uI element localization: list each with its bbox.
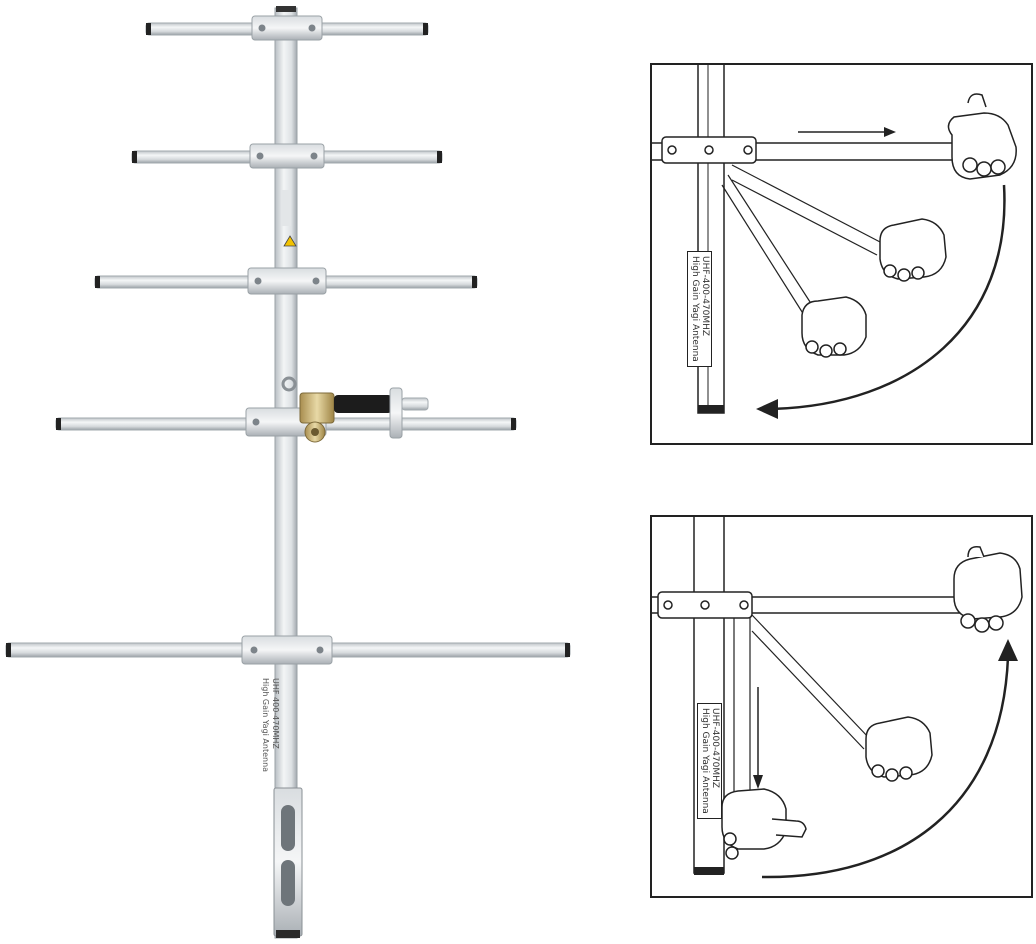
panel-bottom-tube-label-line2: High Gain Yagi Antenna bbox=[699, 708, 710, 814]
antenna-element-3 bbox=[94, 267, 478, 295]
panel-bottom-tube-label: UHF-400-470MHZ High Gain Yagi Antenna bbox=[697, 703, 722, 819]
n-connector-icon bbox=[281, 376, 429, 443]
fist-icon bbox=[879, 218, 947, 282]
mount-bracket bbox=[273, 787, 303, 938]
panel-bottom-tube-label-line1: UHF-400-470MHZ bbox=[710, 708, 720, 789]
antenna-element-5-reflector bbox=[5, 635, 571, 665]
boom-label-line1: UHF 400-470MHZ bbox=[271, 678, 280, 749]
arrow-icon bbox=[798, 127, 896, 137]
arrow-icon bbox=[753, 687, 763, 789]
antenna-element-1 bbox=[145, 15, 429, 41]
fist-icon bbox=[947, 93, 1017, 180]
fist-icon bbox=[721, 788, 807, 860]
curved-arrow-icon bbox=[761, 639, 1018, 879]
curved-arrow-icon bbox=[756, 184, 1006, 419]
yagi-antenna-photo bbox=[5, 6, 571, 939]
panel-top-tube-label-line1: UHF-400-470MHZ bbox=[700, 256, 710, 337]
instruction-panel-top: UHF-400-470MHZ High Gain Yagi Antenna bbox=[650, 63, 1033, 445]
panel-top-tube-label-line2: High Gain Yagi Antenna bbox=[689, 256, 700, 362]
fist-icon bbox=[953, 545, 1023, 633]
boom-label-line2: High Gain Yagi Antenna bbox=[260, 678, 270, 773]
fist-icon bbox=[801, 296, 867, 358]
boom-label: UHF 400-470MHZ High Gain Yagi Antenna bbox=[259, 676, 280, 772]
antenna-element-2 bbox=[131, 143, 443, 169]
instruction-panel-bottom: UHF-400-470MHZ High Gain Yagi Antenna bbox=[650, 515, 1033, 898]
panel-top-diagram bbox=[652, 65, 1017, 419]
fist-icon bbox=[865, 716, 933, 782]
panel-top-tube-label: UHF-400-470MHZ High Gain Yagi Antenna bbox=[687, 251, 712, 367]
antenna-element-4-driven bbox=[55, 407, 517, 437]
